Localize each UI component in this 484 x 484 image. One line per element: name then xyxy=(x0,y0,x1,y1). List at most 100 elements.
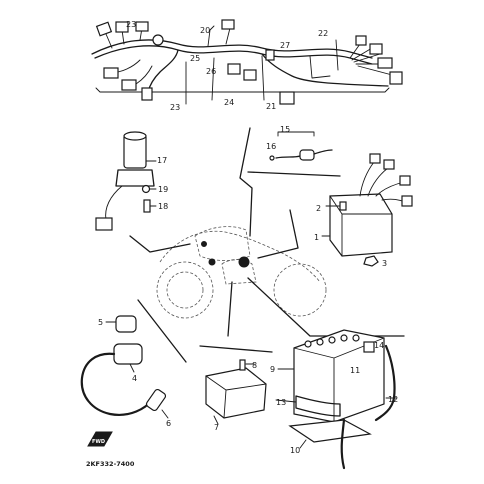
rear-wheel-outline xyxy=(273,263,327,317)
screw-8 xyxy=(239,359,246,371)
callout-9: 9 xyxy=(270,365,275,374)
cdi-connector-2 xyxy=(383,159,395,170)
fuse-holder xyxy=(299,149,315,161)
callout-1: 1 xyxy=(314,233,319,242)
bracket-15 xyxy=(277,131,315,137)
drawing-code: 2KF332-7400 xyxy=(86,460,135,468)
cdi-connector-3 xyxy=(399,175,411,186)
callout-23-top: 23 xyxy=(126,20,136,29)
connector-left-1 xyxy=(95,21,113,37)
connector-mid-1 xyxy=(227,63,241,75)
callout-20: 20 xyxy=(200,26,210,35)
plug-cap-6 xyxy=(145,388,167,412)
divider-cdi xyxy=(257,209,299,259)
terminal-14 xyxy=(363,341,375,353)
lead-28 xyxy=(309,55,331,79)
battery-cell-3 xyxy=(328,336,336,344)
battery-body xyxy=(293,329,385,423)
leaders-9-12-13-10 xyxy=(275,368,397,449)
relay-edges xyxy=(205,375,267,419)
callout-24: 24 xyxy=(224,98,234,107)
washer-19 xyxy=(141,184,151,194)
callout-7: 7 xyxy=(214,423,219,432)
connector-left-2 xyxy=(115,21,129,33)
frame-outline xyxy=(159,230,321,283)
callout-3: 3 xyxy=(382,259,387,268)
callout-13: 13 xyxy=(276,398,286,407)
leaders-17-19-18 xyxy=(145,160,157,207)
battery-cell-4 xyxy=(340,334,348,342)
callout-22: 22 xyxy=(318,29,328,38)
mount-point-battery xyxy=(238,256,250,268)
divider-switch xyxy=(129,235,191,253)
leaders-2-1 xyxy=(321,205,341,237)
callout-16: 16 xyxy=(266,142,276,151)
relay-body xyxy=(205,367,267,419)
fuse-lead-left xyxy=(275,155,301,159)
connector-bottom-right xyxy=(279,91,295,105)
connector-left-6 xyxy=(141,87,153,101)
divider-battery xyxy=(247,277,405,337)
coil-body xyxy=(113,343,143,365)
main-switch-lead xyxy=(105,185,123,221)
leaders-4-6 xyxy=(129,363,169,419)
cdi-edges xyxy=(329,195,393,257)
callout-11: 11 xyxy=(350,366,360,375)
connector-right-2 xyxy=(369,43,383,55)
front-direction-marker: FWD xyxy=(87,431,113,447)
divider-relay xyxy=(199,281,273,353)
fuse-16 xyxy=(269,155,275,161)
callout-17: 17 xyxy=(157,156,167,165)
callout-6: 6 xyxy=(166,419,171,428)
callout-2: 2 xyxy=(316,204,321,213)
front-marker-label: FWD xyxy=(92,439,105,445)
fuse-lead-right xyxy=(313,149,333,155)
right-leads xyxy=(349,43,397,77)
band-21 xyxy=(261,55,265,101)
callout-19: 19 xyxy=(158,185,168,194)
wire-harness-assembly xyxy=(91,19,403,105)
callout-18: 18 xyxy=(158,202,168,211)
callout-23-bottom: 23 xyxy=(170,103,180,112)
harness-branch-right xyxy=(261,53,389,87)
cap-5 xyxy=(115,315,137,333)
connector-right-3 xyxy=(377,57,393,69)
divider-regulator xyxy=(239,127,253,237)
divider-regulator-top xyxy=(247,171,341,177)
bolt-18 xyxy=(143,199,151,213)
callout-4: 4 xyxy=(132,374,137,383)
motorcycle-silhouette xyxy=(156,226,327,319)
breather-pipe xyxy=(340,418,346,470)
connector-left-5 xyxy=(121,79,137,91)
callout-12: 12 xyxy=(388,395,398,404)
plug-lead xyxy=(80,352,154,416)
cdi-unit-assembly xyxy=(321,153,413,267)
callout-5: 5 xyxy=(98,318,103,327)
fuse-assembly xyxy=(269,131,333,161)
bolt-2 xyxy=(339,201,347,211)
connector-mid-2 xyxy=(243,69,257,81)
harness-bracket-line xyxy=(95,87,390,93)
callout-26: 26 xyxy=(206,67,216,76)
clamp-27 xyxy=(265,49,275,61)
callout-8: 8 xyxy=(252,361,257,370)
clamp-24 xyxy=(211,57,215,101)
connector-left-4 xyxy=(103,67,119,79)
connector-right-4 xyxy=(389,71,403,85)
cdi-leads xyxy=(359,161,411,205)
battery-cell-5 xyxy=(352,334,360,342)
callout-14: 14 xyxy=(374,341,384,350)
part-callouts: 23 20 22 27 25 26 23 24 21 15 16 17 19 1… xyxy=(98,20,398,455)
left-lower-leads xyxy=(117,59,153,85)
front-arrow-icon xyxy=(87,431,113,447)
main-switch-top xyxy=(123,131,147,141)
front-wheel-outline xyxy=(156,261,214,319)
connector-right-1 xyxy=(355,35,367,46)
connector-top-1 xyxy=(221,19,235,30)
mount-point-coil xyxy=(208,258,216,266)
main-switch-connector xyxy=(95,217,113,231)
divider-coil xyxy=(137,299,187,363)
callout-27: 27 xyxy=(280,41,290,50)
cdi-connector-1 xyxy=(369,153,381,164)
